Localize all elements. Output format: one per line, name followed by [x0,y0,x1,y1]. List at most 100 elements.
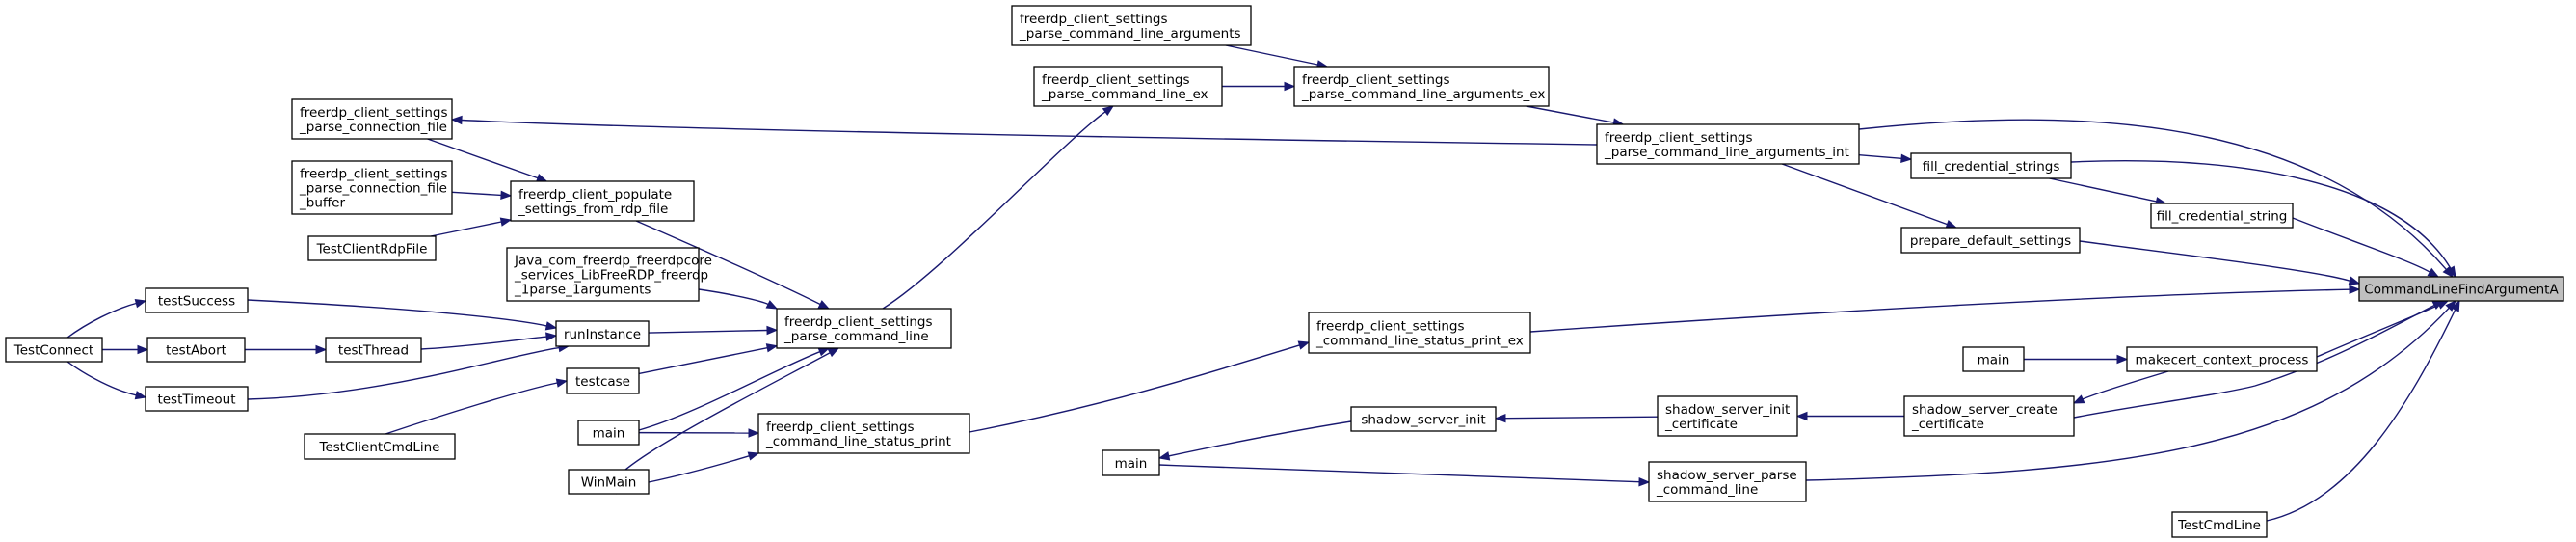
edge-parse_args-to-parse_args_ex [1225,44,1329,69]
edge-line [969,344,1300,433]
node-parse-ex[interactable]: freerdp_client_settings_parse_command_li… [1033,66,1223,107]
edge-prepare_default-to-root [2079,240,2361,285]
node-test-success[interactable]: testSuccess [145,287,249,313]
node-label-line: freerdp_client_settings [300,105,447,121]
edge-parse_args_int-to-prepare_default [1781,163,1958,229]
edge-test_success-to-run_instance [247,299,558,331]
node-parse-args-int[interactable]: freerdp_client_settings_parse_command_li… [1596,123,1860,165]
edge-test_thread-to-run_instance [420,332,558,350]
node-prepare-default[interactable]: prepare_default_settings [1900,227,2081,254]
node-client-cmdline[interactable]: TestClientCmdLine [304,433,456,460]
edge-arrowhead [1284,81,1296,92]
edge-arrowhead [748,428,760,438]
node-label-line: _parse_command_line_ex [1041,87,1208,102]
edge-line [2082,370,2169,400]
node-label-line: _settings_from_rdp_file [518,202,668,217]
node-label-line: shadow_server_init [1361,413,1485,428]
node-box [568,469,650,495]
node-label-line: freerdp_client_settings [1605,130,1752,146]
node-box [1648,461,1807,502]
node-label-line: prepare_default_settings [1910,233,2071,249]
edge-client_cmdline-to-testcase [385,378,569,435]
node-label-line: testcase [575,374,630,390]
node-parse-cmdline[interactable]: freerdp_client_settings_parse_command_li… [776,308,952,349]
edge-line [1504,416,1659,420]
edge-arrowhead [765,300,779,310]
edge-makecert-to-shadow_create_cert [2072,370,2169,404]
edge-line [2266,309,2456,522]
node-populate[interactable]: freerdp_client_populate_settings_from_rd… [510,180,695,222]
edge-test_connect-to-test_success [66,299,147,339]
node-test-thread[interactable]: testThread [325,337,422,363]
node-label-line: testSuccess [158,294,235,310]
edge-line [1158,464,1640,483]
node-box [145,287,249,313]
edge-status_print-to-status_print_ex [969,340,1311,433]
node-label-line: _certificate [1911,417,1984,432]
node-box [757,413,970,454]
node-fill-cred-string[interactable]: fill_credential_string [2150,203,2294,229]
edges-layer [66,44,2460,522]
edge-line [2316,304,2440,358]
node-label-line: CommandLineFindArgumentA [2364,283,2559,298]
node-client-rdp-file[interactable]: TestClientRdpFile [307,235,437,261]
edge-line [1805,307,2450,481]
edge-line [427,138,539,179]
node-label-line: _parse_connection_file [299,120,447,135]
node-test-cmdline[interactable]: TestCmdLine [2171,511,2268,538]
node-status-print[interactable]: freerdp_client_settings_command_line_sta… [757,413,970,454]
node-box [776,308,952,349]
node-label-line: _certificate [1664,417,1738,432]
node-shadow-create-cert[interactable]: shadow_server_create_certificate [1903,395,2075,437]
node-label-line: _parse_connection_file [299,181,447,197]
node-testcase[interactable]: testcase [566,367,640,394]
edge-line [2070,160,2452,269]
node-root[interactable]: CommandLineFindArgumentA [2358,276,2564,302]
node-test-timeout[interactable]: testTimeout [145,386,249,412]
edge-java-to-parse_cmdline [698,288,779,310]
node-shadow-init-cert[interactable]: shadow_server_init_certificate [1657,395,1798,437]
node-fill-cred-strings[interactable]: fill_credential_strings [1910,152,2072,179]
edge-line [638,351,820,431]
node-box [1962,346,2025,372]
node-box [2126,346,2318,372]
node-box [291,98,453,140]
node-java[interactable]: Java_com_freerdp_freerdpcore_services_Li… [506,247,712,302]
node-shadow-parse[interactable]: shadow_server_parse_command_line [1648,461,1807,502]
edge-arrowhead [1638,476,1651,487]
node-main2[interactable]: main [577,420,640,446]
edge-parse_args_int-to-fill_cred_strings [1858,153,1913,164]
node-test-abort[interactable]: testAbort [146,337,246,363]
edge-line [430,221,502,237]
edge-line [1526,105,1614,123]
node-label-line: makecert_context_process [2136,353,2309,368]
node-main3[interactable]: main [1102,449,1160,476]
edge-arrowhead [765,343,779,353]
node-label-line: _command_line_status_print_ex [1315,334,1524,349]
node-box [555,320,650,347]
node-parse-conn-file[interactable]: freerdp_client_settings_parse_connection… [291,98,453,140]
node-parse-args-ex[interactable]: freerdp_client_settings_parse_command_li… [1293,66,1550,107]
node-label-line: TestConnect [13,343,93,359]
node-test-connect[interactable]: TestConnect [5,337,103,363]
node-shadow-init[interactable]: shadow_server_init [1350,406,1497,432]
edge-arrowhead [2072,394,2085,404]
node-label-line: Java_com_freerdp_freerdpcore [514,254,712,269]
node-winmain[interactable]: WinMain [568,469,650,495]
node-main1[interactable]: main [1962,346,2025,372]
node-makecert[interactable]: makecert_context_process [2126,346,2318,372]
node-box [1903,395,2075,437]
node-parse-conn-file-buf[interactable]: freerdp_client_settings_parse_connection… [291,160,453,215]
node-status-print-ex[interactable]: freerdp_client_settings_command_line_sta… [1308,312,1531,354]
node-box [577,420,640,446]
node-label-line: TestCmdLine [2177,518,2261,533]
node-box [146,337,246,363]
node-label-line: _parse_command_line [783,329,929,344]
node-box [2150,203,2294,229]
edge-status_print_ex-to-root [1529,285,2361,333]
edge-line [882,111,1106,310]
node-box [304,433,456,460]
edge-parse_cmdline-to-parse_ex [882,105,1115,310]
node-run-instance[interactable]: runInstance [555,320,650,347]
node-parse-args[interactable]: freerdp_client_settings_parse_command_li… [1011,5,1252,46]
